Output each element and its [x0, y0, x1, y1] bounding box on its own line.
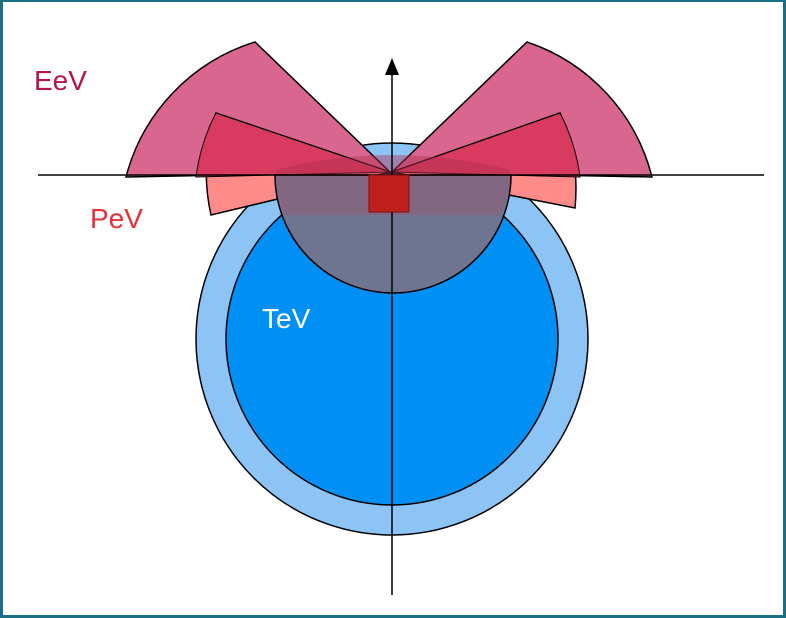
- vertical-axis-arrowhead: [385, 58, 399, 75]
- eev-wedge-left: [125, 41, 392, 178]
- overlap-wedge-right: [391, 112, 581, 178]
- detector-block: [368, 174, 410, 213]
- eev-label: EeV: [34, 65, 87, 96]
- eev-wedge-right: [390, 41, 653, 178]
- overlap-wedge-left: [195, 112, 391, 178]
- overlap-shoulder-right: [392, 176, 510, 215]
- pev-label: PeV: [90, 203, 143, 234]
- overlap-shoulder-left: [276, 176, 392, 215]
- tev-label: TeV: [262, 303, 311, 334]
- overlap-region: [274, 174, 512, 294]
- overlap-cap: [276, 155, 510, 176]
